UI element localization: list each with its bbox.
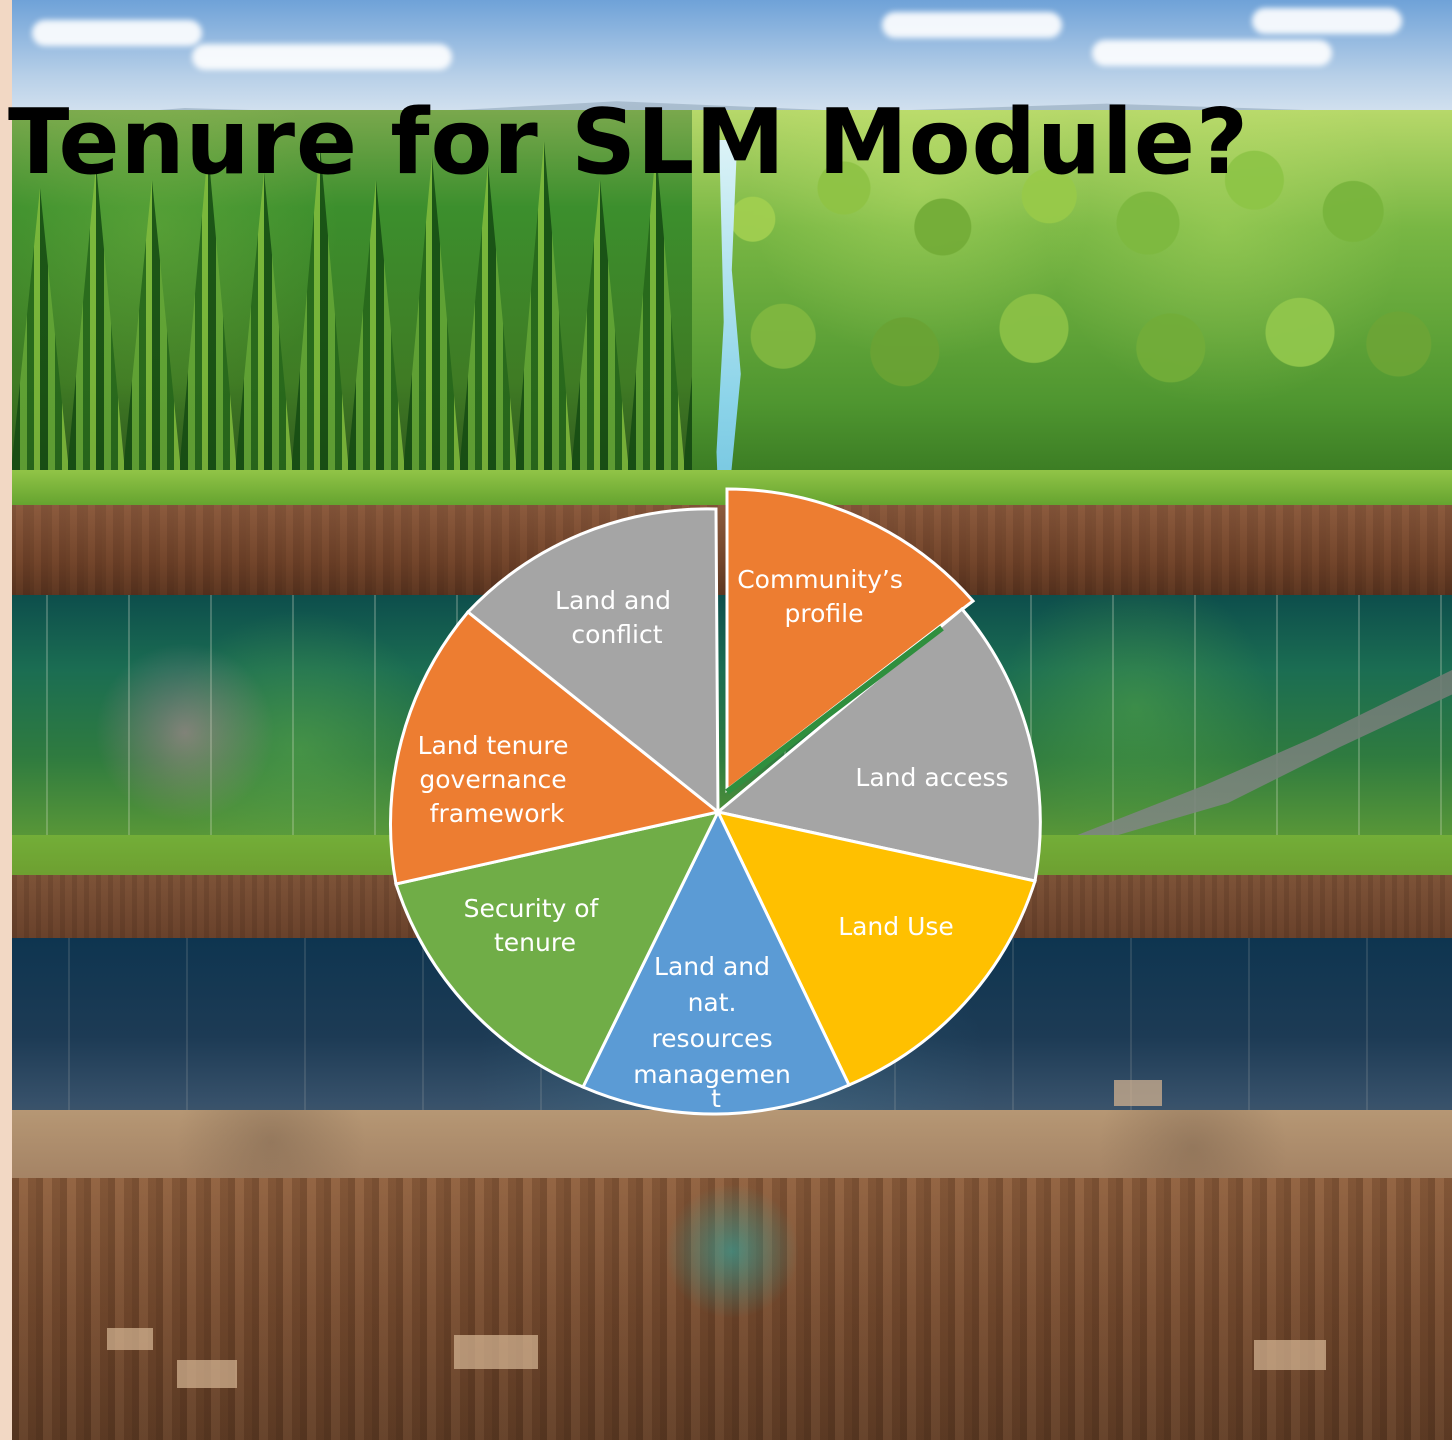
debris	[1114, 1080, 1162, 1106]
debris	[1254, 1340, 1326, 1370]
pie-slice-security-of-tenure	[394, 809, 721, 1089]
pie-slice-land-use	[715, 809, 1037, 1087]
deciduous-forest	[692, 110, 1452, 500]
debris	[454, 1335, 538, 1369]
pie-slice-land-access	[714, 606, 1042, 883]
conifer-forest	[12, 110, 712, 500]
debris	[177, 1360, 237, 1388]
slice-label-land-and-conflict: Land and conflict	[555, 586, 679, 649]
pie-slice-land-tenure-governance-framework	[389, 609, 722, 886]
debris	[107, 1328, 153, 1350]
eroded-canyon-layer	[12, 1178, 1452, 1440]
slice-label-land-tenure-governance-framework: Land tenure governance framework	[418, 731, 577, 828]
pie-slice-land-and-resources-management	[580, 808, 852, 1116]
slice-label-land-and-resources-management: Land and nat. resources managemen t	[633, 952, 799, 1113]
slice-label-community-profile: Community’s profile	[737, 565, 911, 628]
pie-slice-land-and-conflict	[465, 507, 720, 816]
slice-label-land-access: Land access	[855, 763, 1008, 792]
slice-label-land-use: Land Use	[838, 912, 954, 941]
separator-line	[725, 625, 944, 795]
cloud	[882, 12, 1062, 38]
page-title: Tenure for SLM Module?	[8, 90, 1250, 195]
left-border-strip	[0, 0, 12, 1440]
cloud	[1092, 40, 1332, 66]
cloud	[1252, 8, 1402, 34]
cloud	[192, 44, 452, 70]
slice-label-security-of-tenure: Security of tenure	[464, 894, 607, 957]
pie-slice-community-profile	[725, 487, 976, 794]
cloud	[32, 20, 202, 46]
